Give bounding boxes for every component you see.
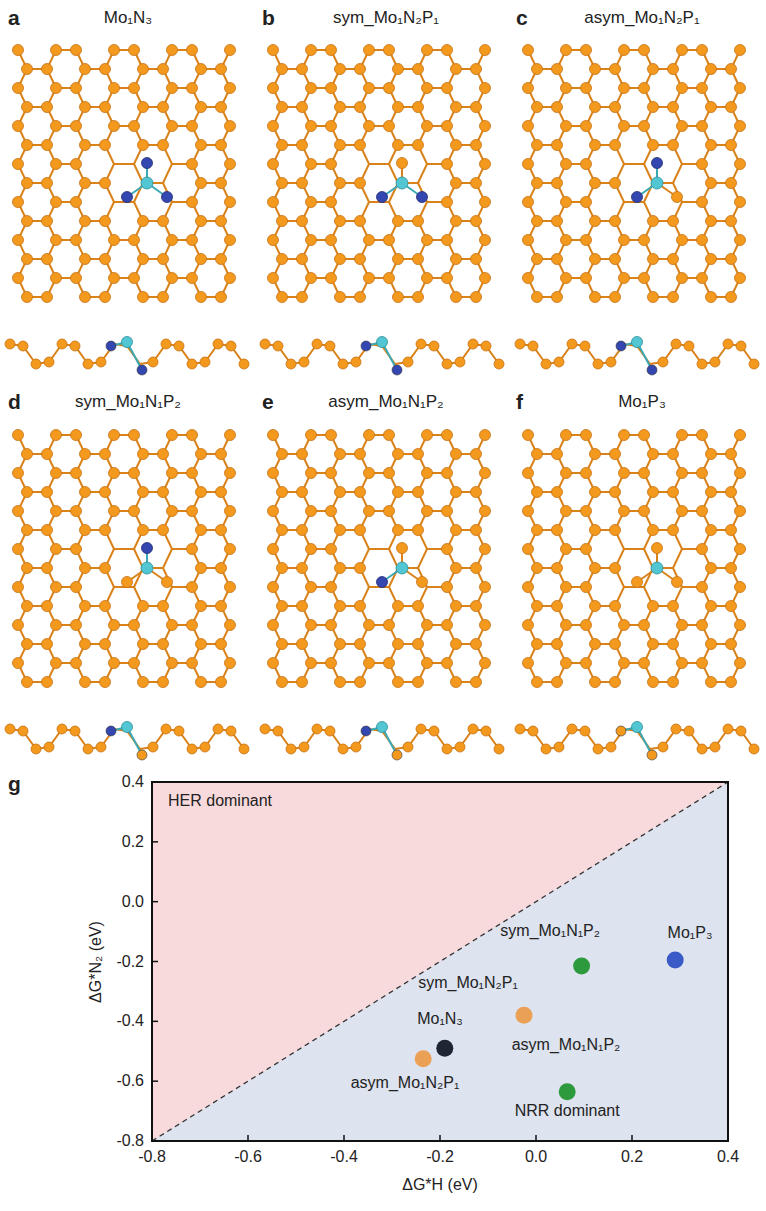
lattice-top-view <box>13 430 236 688</box>
panel-letter: d <box>8 390 21 414</box>
data-point <box>559 1083 576 1100</box>
tick-label: 0.4 <box>717 1148 739 1166</box>
tick-label: -0.8 <box>116 1132 144 1150</box>
tick-label: -0.2 <box>426 1148 454 1166</box>
tick-label: 0.4 <box>122 773 144 791</box>
tick-label: -0.4 <box>330 1148 358 1166</box>
panel-letter: c <box>516 6 528 30</box>
axis-label: ΔG*N₂ (eV) <box>87 921 105 1003</box>
data-point <box>436 1040 453 1057</box>
panel-title: asym_Mo₁N₁P₂ <box>328 392 443 412</box>
panel-letter: e <box>262 390 274 414</box>
tick-label: 0.2 <box>122 833 144 851</box>
lattice-side-view <box>5 337 249 376</box>
panel-title: sym_Mo₁N₂P₁ <box>333 8 439 28</box>
tick-label: 0.2 <box>621 1148 643 1166</box>
panel-title: sym_Mo₁N₁P₂ <box>75 392 181 412</box>
data-point <box>667 952 684 969</box>
data-point <box>516 1007 533 1024</box>
point-label: Mo₁N₃ <box>417 1010 463 1028</box>
tick-label: -0.2 <box>116 953 144 971</box>
point-label: asym_Mo₁N₁P₂ <box>512 1036 621 1054</box>
lattice-top-view <box>268 45 491 303</box>
lattice-top-view <box>523 45 746 303</box>
scatter-plot <box>152 782 728 1141</box>
panel-title: asym_Mo₁N₂P₁ <box>584 8 699 28</box>
data-point <box>415 1050 432 1067</box>
lattice-top-view <box>13 45 236 303</box>
tick-label: 0.0 <box>525 1148 547 1166</box>
point-label: sym_Mo₁N₂P₁ <box>418 974 518 992</box>
panel-letter: g <box>8 772 21 796</box>
lattice-top-view <box>523 430 746 688</box>
panel-letter: f <box>516 390 523 414</box>
lattice-side-view <box>515 722 759 761</box>
lattice-side-view <box>260 722 504 761</box>
lattice-side-view <box>515 337 759 376</box>
panel-letter: a <box>8 6 20 30</box>
panel-title: Mo₁N₃ <box>104 8 153 28</box>
panel-letter: b <box>262 6 275 30</box>
point-label: Mo₁P₃ <box>668 924 713 942</box>
data-point <box>573 957 590 974</box>
tick-label: -0.6 <box>116 1072 144 1090</box>
tick-label: 0.0 <box>122 893 144 911</box>
tick-label: -0.8 <box>138 1148 166 1166</box>
region-label: HER dominant <box>168 792 272 810</box>
point-label: asym_Mo₁N₂P₁ <box>351 1074 460 1092</box>
lattice-side-view <box>260 337 504 376</box>
lattice-top-view <box>268 430 491 688</box>
panel-title: Mo₁P₃ <box>618 392 666 412</box>
point-label: sym_Mo₁N₁P₂ <box>500 922 600 940</box>
tick-label: -0.4 <box>116 1012 144 1030</box>
region-label: NRR dominant <box>515 1102 620 1120</box>
lattice-side-view <box>5 722 249 761</box>
axis-label: ΔG*H (eV) <box>402 1176 478 1194</box>
tick-label: -0.6 <box>234 1148 262 1166</box>
